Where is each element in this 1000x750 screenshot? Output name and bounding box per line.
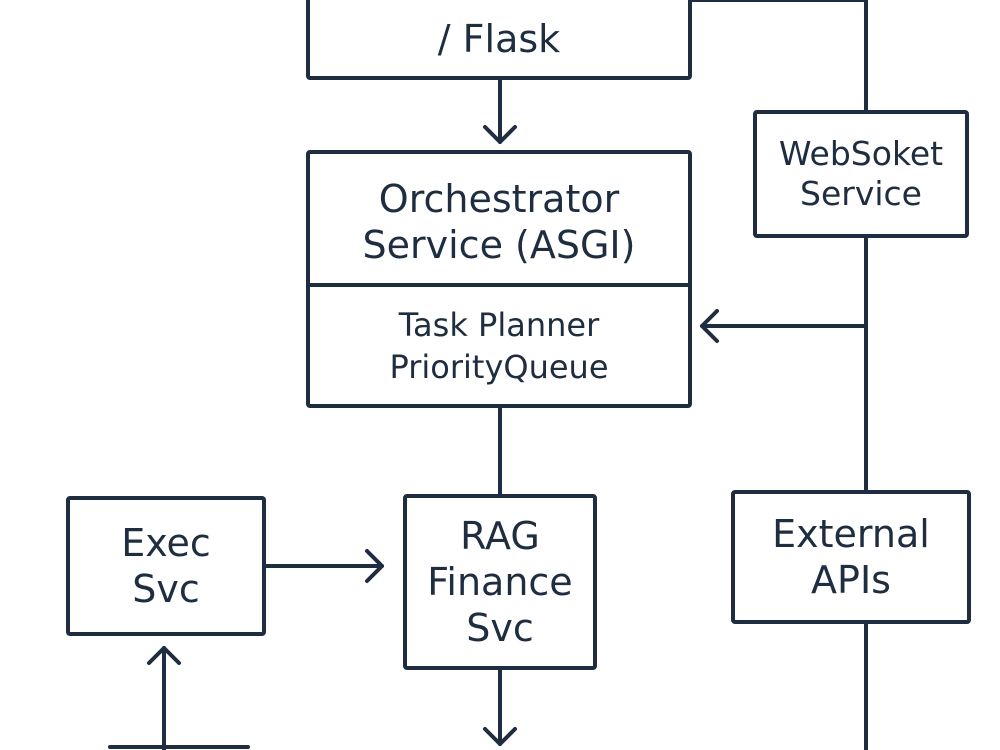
- flask-label: / Flask: [437, 17, 561, 61]
- orchestrator-service-box: Orchestrator Service (ASGI) Task Planner…: [306, 150, 692, 408]
- external-label-line-2: APIs: [811, 558, 891, 602]
- rag-to-bottom-arrowhead: [483, 727, 517, 746]
- websocket-service-box: WebSoket Service: [753, 110, 969, 238]
- exec-service-box: Exec Svc: [66, 496, 266, 636]
- external-label-line-1: External: [772, 512, 930, 556]
- rag-label-line-2: Finance: [427, 560, 573, 604]
- flask-to-orchestrator-arrowhead: [483, 125, 517, 144]
- trunk-to-orchestrator-arrowhead: [700, 309, 719, 343]
- orchestrator-title-line-1: Orchestrator: [378, 176, 620, 221]
- orchestrator-detail-line-1: Task Planner: [398, 305, 600, 344]
- bottom-to-exec-arrowhead: [147, 646, 181, 665]
- rag-finance-service-box: RAG Finance Svc: [403, 494, 597, 670]
- orchestrator-detail-section: Task Planner PriorityQueue: [310, 287, 688, 410]
- websocket-label-line-2: Service: [800, 174, 922, 213]
- flask-service-box: / Flask: [306, 0, 692, 80]
- external-apis-box: External APIs: [731, 490, 971, 624]
- orchestrator-detail-line-2: PriorityQueue: [389, 347, 609, 386]
- rag-label-line-3: Svc: [466, 606, 534, 650]
- exec-label-line-1: Exec: [121, 521, 211, 565]
- orchestrator-title-section: Orchestrator Service (ASGI): [310, 154, 688, 287]
- rag-label-line-1: RAG: [460, 514, 540, 558]
- websocket-label-line-1: WebSoket: [778, 134, 944, 173]
- exec-label-line-2: Svc: [132, 567, 200, 611]
- exec-to-rag-arrowhead: [365, 549, 384, 583]
- orchestrator-title-line-2: Service (ASGI): [362, 222, 636, 267]
